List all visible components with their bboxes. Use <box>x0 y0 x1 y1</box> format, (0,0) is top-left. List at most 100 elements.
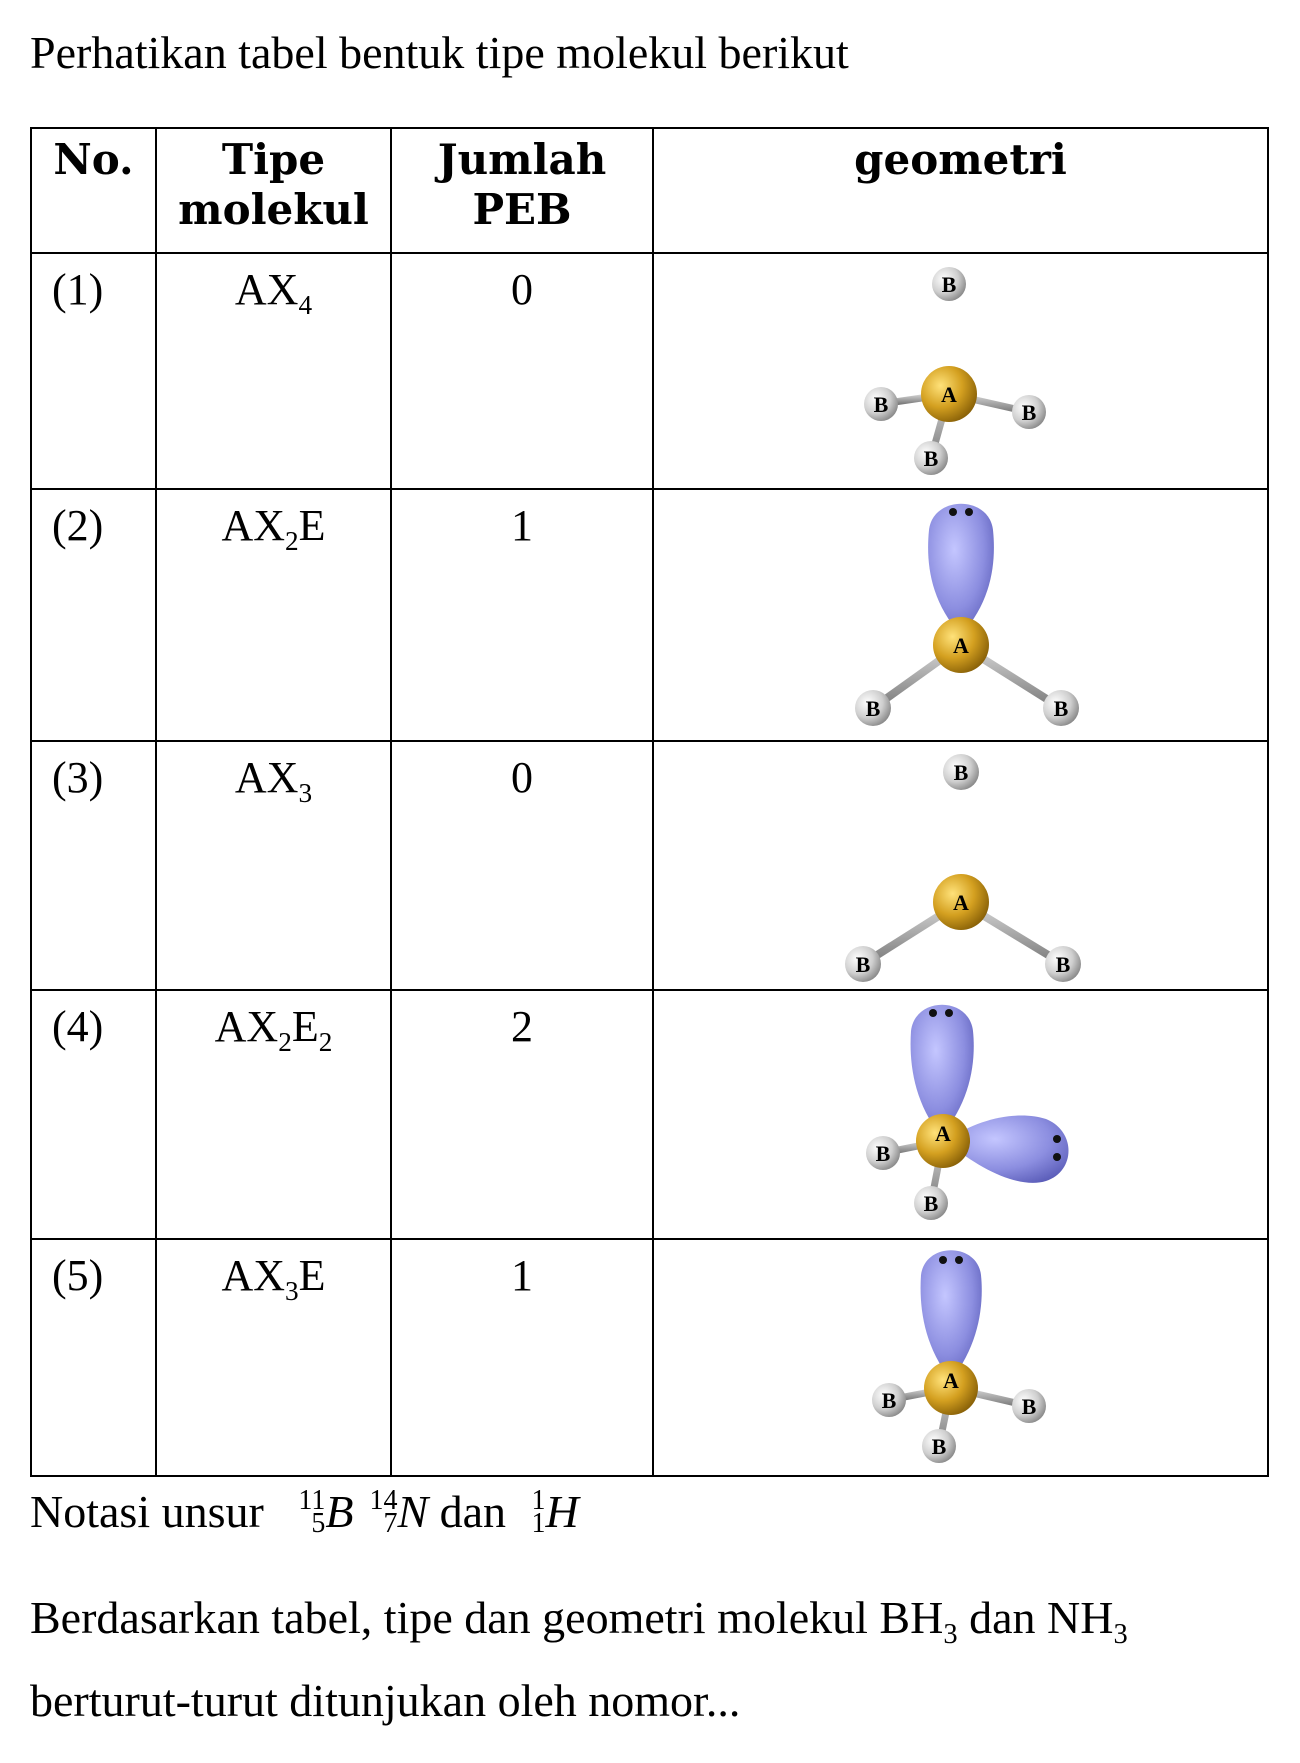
lone-pair-dot <box>928 1009 937 1017</box>
lone-pair-lobe <box>920 1250 982 1380</box>
lone-pair-dot <box>948 508 957 516</box>
type-base: AX <box>221 501 286 550</box>
geometry-cell: B B B A <box>652 740 1269 991</box>
type-base: AX <box>214 1002 279 1051</box>
notation-dan: dan <box>439 1486 507 1537</box>
outer-atom <box>921 1429 956 1463</box>
outer-atom <box>1011 395 1046 429</box>
atom-label: B <box>1021 400 1036 425</box>
table-row: (5) AX3E 1 B B B A <box>30 1238 1269 1477</box>
question-sub: 3 <box>1113 1619 1128 1651</box>
molecule-type: AX2E2 <box>155 989 392 1240</box>
atom-label: B <box>931 1434 946 1459</box>
molecule-type: AX2E <box>155 488 392 742</box>
central-atom <box>915 1114 970 1168</box>
table-row: (1) AX4 0 B B B B A <box>30 252 1269 490</box>
central-atom <box>923 1361 978 1415</box>
header-jumlah-line1: Jumlah <box>437 135 607 184</box>
header-geometri: geometri <box>652 127 1269 254</box>
type-base: AX <box>234 753 299 802</box>
atom-label: B <box>1055 952 1070 977</box>
lone-pair-dot <box>938 1256 947 1264</box>
type-base: AX <box>221 1251 286 1300</box>
row-number: (4) <box>30 989 157 1240</box>
element-symbol: N <box>397 1486 429 1537</box>
lone-pair-lobe <box>945 1115 1068 1183</box>
trigonal-planar-molecule-icon: B B B A <box>844 754 1081 982</box>
lone-pair-lobe <box>927 503 994 635</box>
central-atom <box>932 874 989 930</box>
header-jumlah-line2: PEB <box>472 185 572 235</box>
trigonal-pyramidal-molecule-icon: B B B A <box>871 1250 1046 1463</box>
row-number: (2) <box>30 488 157 742</box>
question-part: Berdasarkan tabel, tipe dan geometri mol… <box>30 1592 944 1643</box>
notation-prefix: Notasi unsur <box>30 1486 264 1537</box>
outer-atom <box>1042 690 1079 726</box>
header-tipe-line2: molekul <box>178 185 369 235</box>
type-sub: 3 <box>285 1275 299 1306</box>
question-sub: 3 <box>943 1619 958 1651</box>
lone-pair-dot <box>1052 1153 1061 1161</box>
header-no-label: No. <box>53 135 134 184</box>
type-sub: 2 <box>318 1026 333 1057</box>
atom-label: B <box>1053 696 1068 721</box>
outer-atom <box>913 441 948 475</box>
question-part: dan NH <box>957 1592 1114 1643</box>
lone-pair-dot <box>944 1009 953 1017</box>
row-number: (3) <box>30 740 157 991</box>
type-sub: 4 <box>298 289 313 320</box>
lone-pair-count: 0 <box>390 252 654 490</box>
outer-atom <box>871 1383 906 1417</box>
lone-pair-count: 1 <box>390 488 654 742</box>
intro-text: Perhatikan tabel bentuk tipe molekul ber… <box>30 27 849 78</box>
central-atom <box>920 366 977 422</box>
atomic-number: 7 <box>383 1508 398 1539</box>
type-sub: 3 <box>298 777 313 808</box>
type-sub: 2 <box>285 525 299 556</box>
lone-pair-lobe <box>910 1004 974 1136</box>
outer-atom <box>854 690 891 726</box>
mass-number: 14 <box>369 1485 398 1516</box>
atom-label: A <box>935 1121 951 1146</box>
atom-label: B <box>873 392 888 417</box>
element-symbol: B <box>325 1486 354 1537</box>
tetrahedral-molecule-icon: B B B B A <box>863 267 1046 475</box>
outer-atom <box>1011 1389 1046 1423</box>
lone-pair-count: 2 <box>390 989 654 1240</box>
type-rest: E <box>291 1002 319 1051</box>
atom-label: B <box>1021 1394 1036 1419</box>
central-atom <box>932 617 989 673</box>
atom-label: A <box>953 633 969 658</box>
question-text: Berdasarkan tabel, tipe dan geometri mol… <box>30 1585 1270 1734</box>
outer-atom <box>863 387 898 421</box>
outer-atom <box>942 754 979 790</box>
header-tipe-line1: Tipe <box>221 135 326 184</box>
type-rest: E <box>298 1251 326 1300</box>
lone-pair-dot <box>954 1256 963 1264</box>
bent-molecule-icon: B B A <box>854 503 1079 726</box>
atom-label: B <box>941 272 956 297</box>
geometry-cell: B B A <box>652 488 1269 742</box>
atom-label: B <box>865 696 880 721</box>
mass-number: 1 <box>531 1485 546 1516</box>
table-row: (2) AX2E 1 B B A <box>30 488 1269 742</box>
lone-pair-dot <box>964 508 973 516</box>
geometry-cell: B B B A <box>652 1238 1269 1477</box>
atomic-number: 5 <box>311 1508 326 1539</box>
outer-atom <box>844 946 881 982</box>
mass-number: 11 <box>298 1485 326 1516</box>
table-row: (4) AX2E2 2 B B A <box>30 989 1269 1240</box>
table-row: (3) AX3 0 B B B A <box>30 740 1269 991</box>
atom-label: B <box>923 446 938 471</box>
lone-pair-count: 0 <box>390 740 654 991</box>
atom-label: B <box>953 760 968 785</box>
outer-atom <box>1044 946 1081 982</box>
atom-label: A <box>943 1368 959 1393</box>
